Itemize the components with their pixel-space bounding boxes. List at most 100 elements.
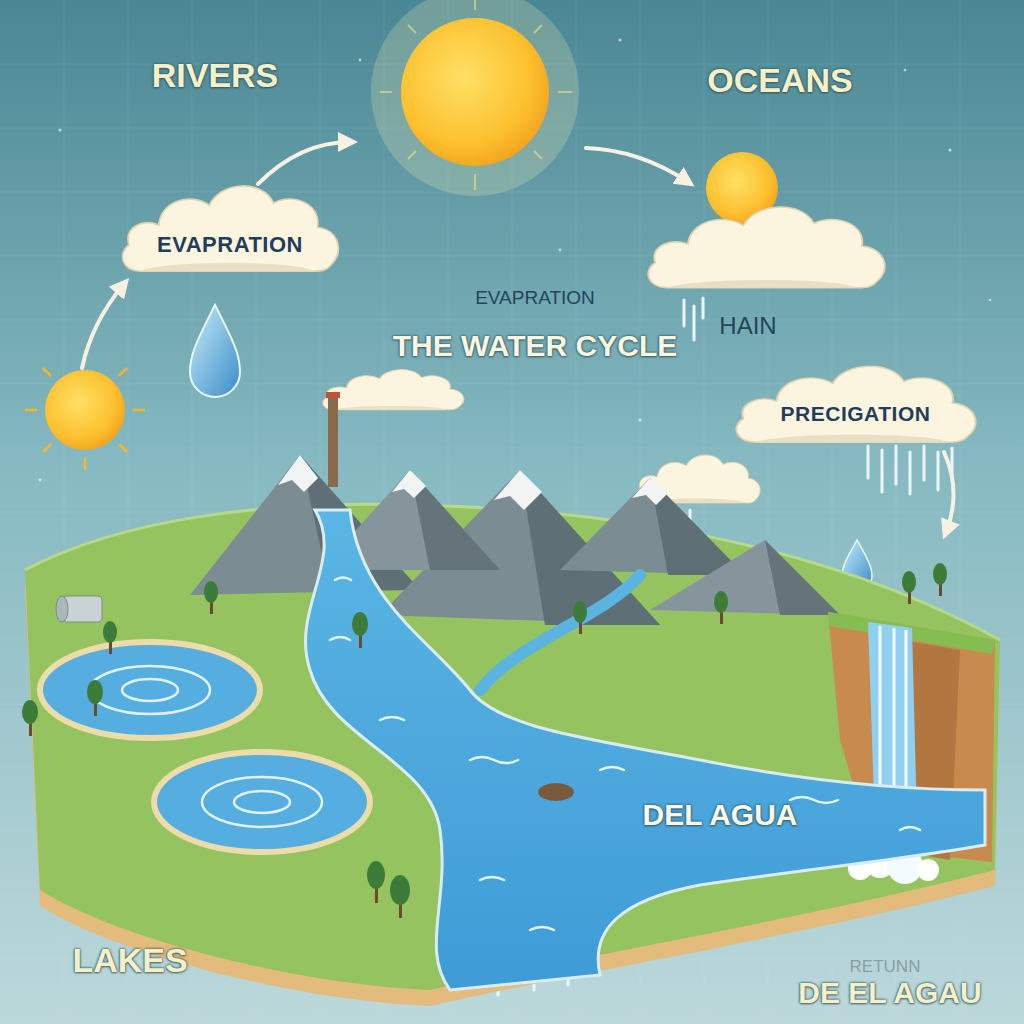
cloud-text: EVAPRATION bbox=[157, 232, 303, 258]
sun bbox=[25, 350, 145, 470]
diagram-label: OCEANS bbox=[707, 61, 852, 99]
cloud-shape bbox=[736, 366, 975, 442]
free-label: DEL AGUA bbox=[642, 798, 797, 832]
diagram-label: EVAPRATION bbox=[475, 287, 595, 308]
free-label: RIVERS bbox=[152, 56, 279, 95]
diagram-label: LAKES bbox=[72, 941, 187, 979]
trees bbox=[22, 563, 947, 905]
lake bbox=[234, 791, 290, 813]
sun bbox=[371, 0, 579, 196]
trees bbox=[714, 591, 728, 613]
water-tank bbox=[56, 596, 102, 622]
diagram-label: HAIN bbox=[719, 312, 776, 339]
diagram-label: RIVERS bbox=[152, 56, 279, 94]
diagram-title: THE WATER CYCLE bbox=[393, 329, 677, 363]
trees bbox=[902, 571, 916, 593]
cycle-arrow bbox=[258, 142, 350, 184]
cloud-text: PRECIGATION bbox=[781, 402, 931, 426]
free-label: EVAPRATION bbox=[475, 287, 595, 309]
sparkles bbox=[559, 249, 562, 252]
sparkles bbox=[359, 59, 362, 62]
mountains bbox=[494, 470, 542, 510]
free-label: OCEANS bbox=[707, 61, 852, 100]
lake bbox=[40, 642, 260, 738]
sun bbox=[371, 0, 579, 196]
mountains bbox=[278, 455, 318, 492]
river-waves bbox=[900, 827, 920, 830]
water-tank bbox=[56, 596, 68, 622]
trees bbox=[29, 582, 942, 918]
sun bbox=[380, 0, 572, 190]
diagram-label: RETUNN bbox=[850, 957, 921, 976]
free-label: HAIN bbox=[719, 312, 776, 340]
trees bbox=[87, 680, 103, 704]
cloud-shape bbox=[123, 186, 339, 271]
cloud-node: PRECIGATION bbox=[728, 352, 983, 450]
diagram-label: DE EL AGAU bbox=[798, 976, 981, 1009]
sparkles bbox=[904, 69, 907, 72]
river-waves bbox=[380, 717, 404, 720]
sparkles bbox=[989, 299, 992, 302]
sparkles bbox=[58, 128, 61, 131]
trees bbox=[390, 875, 410, 905]
mountains bbox=[392, 470, 426, 498]
trees bbox=[933, 563, 947, 585]
mountains bbox=[190, 455, 840, 625]
diagram-label: DEL AGUA bbox=[642, 798, 797, 831]
lake bbox=[202, 777, 322, 827]
lake bbox=[154, 752, 370, 852]
rain-lines bbox=[868, 446, 952, 494]
trees bbox=[22, 700, 38, 724]
mountains bbox=[765, 540, 840, 615]
waterfall bbox=[917, 859, 939, 881]
node-label: PRECIGATION bbox=[781, 402, 931, 426]
trees bbox=[573, 601, 587, 623]
trees bbox=[367, 861, 385, 889]
lake bbox=[40, 642, 260, 738]
lake bbox=[122, 679, 178, 701]
trees bbox=[22, 563, 947, 918]
river-waves bbox=[530, 927, 554, 930]
lake bbox=[90, 666, 210, 714]
trees bbox=[204, 581, 218, 603]
sparkles bbox=[948, 148, 951, 151]
sparkles bbox=[639, 419, 642, 422]
river-waves bbox=[335, 578, 351, 581]
stream bbox=[480, 575, 640, 690]
node-label: EVAPRATION bbox=[157, 232, 303, 258]
river-waves bbox=[330, 578, 920, 931]
river bbox=[306, 510, 985, 990]
cloud-shape bbox=[115, 170, 345, 280]
free-label: RETUNN bbox=[850, 957, 921, 977]
sparkles bbox=[39, 479, 42, 482]
cloud bbox=[648, 207, 884, 288]
lake bbox=[154, 752, 370, 852]
sun bbox=[45, 370, 125, 450]
cycle-arrow bbox=[82, 284, 124, 368]
mountains bbox=[650, 540, 840, 615]
river-waves bbox=[330, 637, 350, 640]
title-text: THE WATER CYCLE bbox=[393, 329, 677, 362]
chimney bbox=[326, 392, 340, 398]
cycle-arrow bbox=[586, 148, 688, 182]
mountains bbox=[632, 478, 668, 505]
trees bbox=[103, 621, 117, 643]
river-waves bbox=[480, 877, 504, 880]
sparkles bbox=[619, 39, 622, 42]
cycle-arrow bbox=[944, 452, 954, 532]
chimney bbox=[328, 395, 338, 487]
free-label: LAKES bbox=[72, 941, 187, 980]
rain-lines bbox=[684, 298, 703, 340]
sun bbox=[25, 350, 145, 470]
sun bbox=[25, 350, 145, 470]
river-waves bbox=[600, 767, 624, 770]
cloud bbox=[323, 370, 464, 410]
cloud-shape bbox=[728, 352, 983, 450]
river-waves bbox=[470, 757, 518, 763]
cloud-node: EVAPRATION bbox=[115, 170, 345, 280]
